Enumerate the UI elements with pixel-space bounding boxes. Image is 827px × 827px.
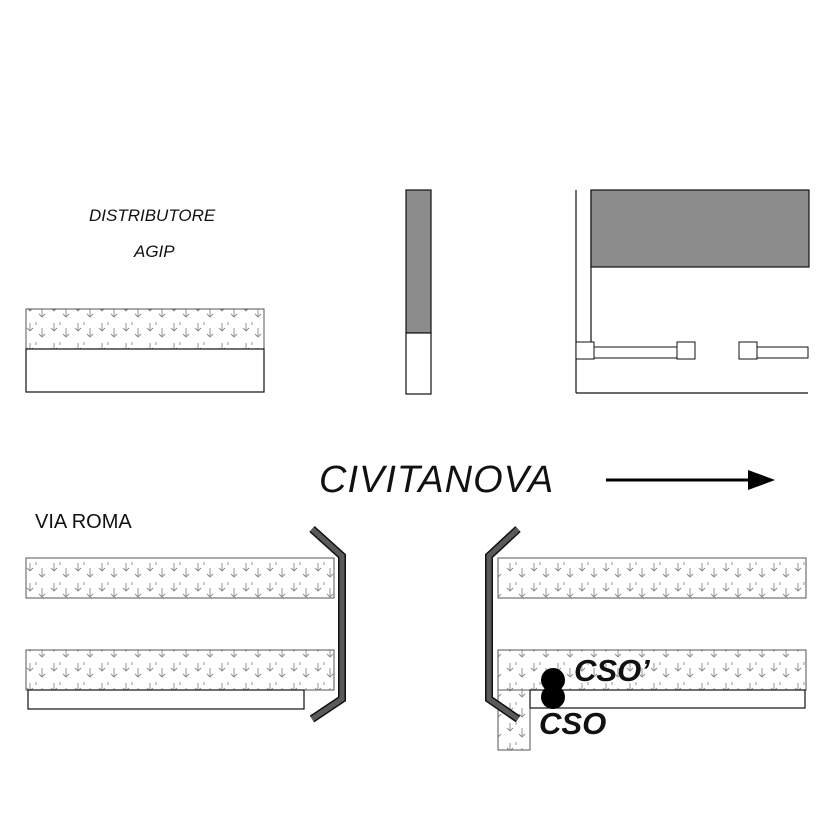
distributore-label: DISTRIBUTORE (89, 206, 216, 225)
right-arrow-icon (606, 470, 775, 490)
building-middle-light (405, 332, 432, 395)
distributore-area (25, 308, 265, 393)
wall-bottom-right-fill (486, 527, 520, 722)
fence-rail (755, 346, 809, 359)
sidewalk-bottom-left-lower (25, 649, 335, 691)
cso-lower-marker (541, 685, 565, 709)
agip-label: AGIP (133, 242, 175, 261)
middle-building (405, 189, 432, 395)
via-roma-label: VIA ROMA (35, 511, 132, 533)
curb-top-left (25, 348, 265, 393)
civitanova-label: CIVITANOVA (319, 459, 554, 501)
bottom-left-block (25, 526, 346, 723)
cso-upper-marker (541, 668, 565, 692)
fence-rail (593, 346, 678, 359)
sidewalk-top-left (25, 308, 265, 350)
building-middle-dark (405, 189, 432, 334)
building-right-dark (590, 189, 810, 268)
fence-post (676, 341, 696, 360)
sidewalk-bottom-left-upper (25, 557, 335, 599)
wall-bottom-left-fill (310, 527, 345, 722)
bottom-right-block (485, 526, 807, 751)
cso-upper-label: CSO’ (574, 653, 650, 688)
sidewalk-bottom-right-upper (497, 557, 807, 599)
curb-bottom-left (27, 689, 305, 710)
curb-bottom-right (529, 689, 806, 709)
cso-lower-label: CSO (539, 706, 606, 741)
fence-post (738, 341, 758, 360)
fence-post (575, 341, 595, 360)
right-building-block (575, 189, 810, 394)
